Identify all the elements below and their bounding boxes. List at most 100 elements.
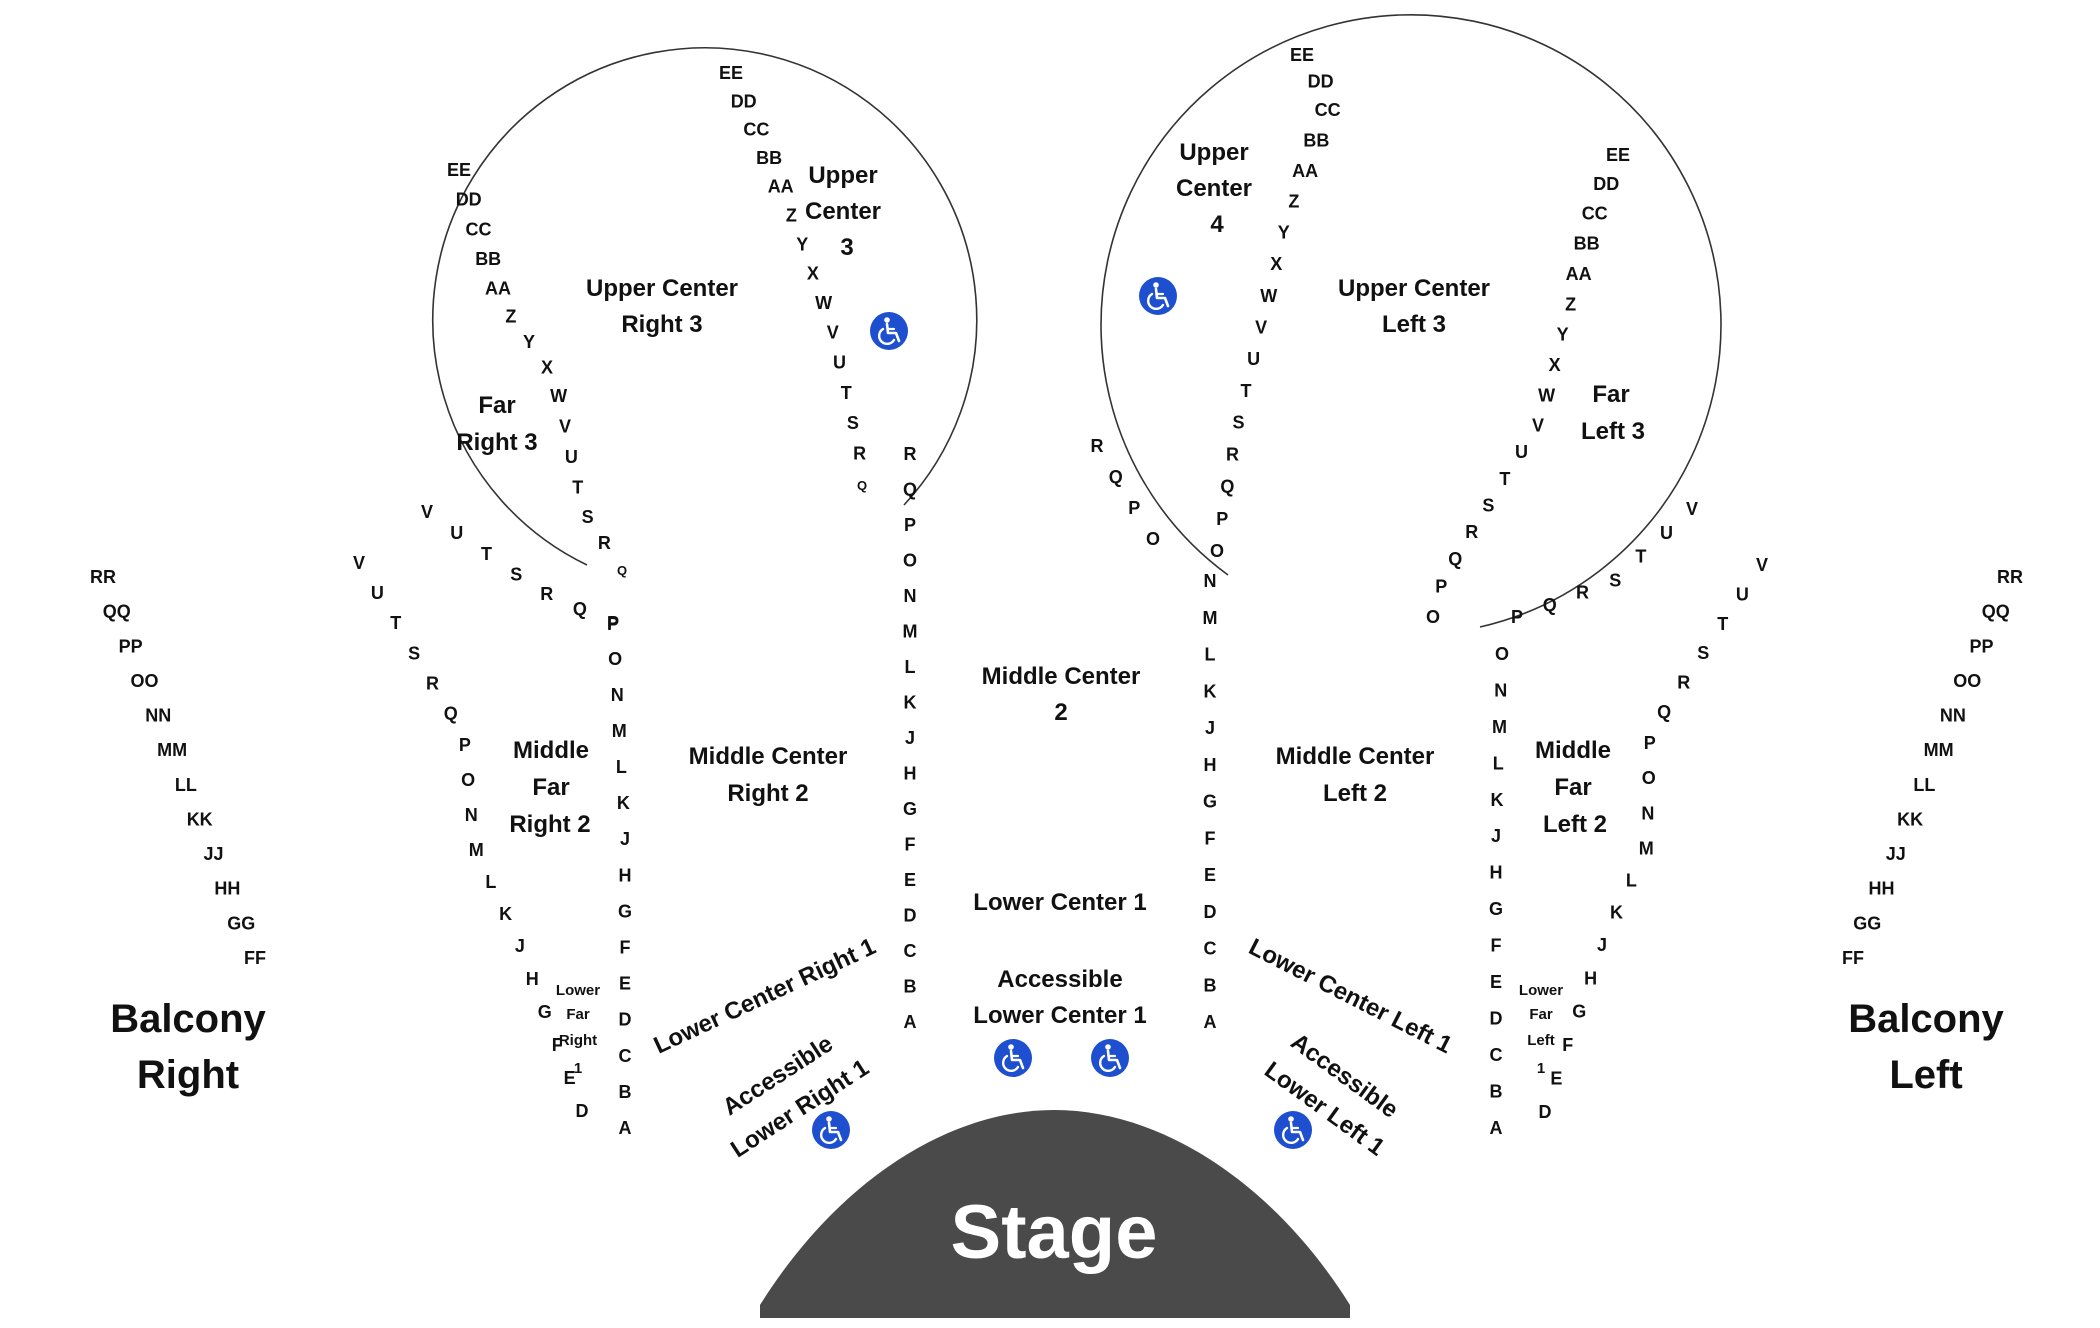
section-accessible-lower-right-1[interactable]: Accessible Lower Right 1 (718, 1030, 874, 1163)
wheelchair-icon[interactable] (870, 312, 908, 350)
row-label: N (904, 586, 917, 606)
wheelchair-icon[interactable] (1091, 1039, 1129, 1077)
row-label: A (904, 1012, 917, 1032)
row-label: O (608, 649, 622, 669)
row-label: N (1204, 571, 1217, 591)
row-label: NN (145, 706, 171, 726)
section-lower-center-left-1[interactable]: Lower Center Left 1 (1244, 933, 1456, 1059)
row-label: B (904, 977, 917, 997)
row-label: KK (187, 810, 213, 830)
row-label: GG (1853, 913, 1881, 933)
row-label: L (485, 872, 496, 892)
row-label: PP (1969, 636, 1993, 656)
stage[interactable]: Stage (760, 1110, 1350, 1318)
row-label: Q (1220, 477, 1234, 497)
row-label: Q (1543, 595, 1557, 615)
row-label: A (619, 1118, 632, 1138)
row-label: V (353, 553, 365, 573)
row-label: O (1426, 607, 1440, 627)
row-label: T (1241, 381, 1252, 401)
row-label: P (1216, 509, 1228, 529)
stage-shape[interactable] (760, 1110, 1350, 1318)
row-label: G (1489, 899, 1503, 919)
row-label: J (620, 829, 630, 849)
row-label: Z (1288, 192, 1299, 212)
row-label: D (619, 1010, 632, 1030)
row-label: W (815, 293, 832, 313)
row-label: R (1091, 436, 1104, 456)
section-upper-center-4[interactable]: Upper Center 4 (1176, 139, 1252, 238)
section-middle-far-right-2[interactable]: Middle Far Right 2 (509, 737, 590, 838)
balcony-left[interactable]: Balcony Left (1848, 997, 2004, 1097)
row-label: AA (1292, 161, 1318, 181)
row-label: F (552, 1035, 563, 1055)
row-label: T (1499, 469, 1510, 489)
row-label: U (833, 353, 846, 373)
row-label: V (559, 417, 571, 437)
row-label: DD (1308, 72, 1334, 92)
row-label: K (1610, 903, 1623, 923)
section-far-left-3[interactable]: Far Left 3 (1581, 381, 1645, 445)
section-label: 1 (1537, 1060, 1545, 1077)
wheelchair-icon[interactable] (1139, 277, 1177, 315)
row-label: Y (1557, 325, 1569, 345)
section-lower-far-right-1[interactable]: Lower Far Right 1 (556, 982, 600, 1077)
row-label: B (1204, 975, 1217, 995)
section-label: Center (805, 198, 881, 225)
row-label: S (1609, 570, 1621, 590)
row-label: M (1203, 608, 1218, 628)
row-label: J (515, 936, 525, 956)
row-label: OO (130, 671, 158, 691)
section-lower-center-right-1[interactable]: Lower Center Right 1 (650, 933, 880, 1059)
section-upper-center-left-3[interactable]: Upper Center Left 3 (1338, 275, 1490, 338)
wheelchair-icon[interactable] (812, 1111, 850, 1149)
section-middle-far-left-2[interactable]: Middle Far Left 2 (1535, 737, 1611, 838)
section-label: 2 (1054, 699, 1067, 726)
section-upper-center-3[interactable]: Upper Center 3 (805, 162, 881, 261)
section-upper-center-right-3[interactable]: Upper Center Right 3 (586, 275, 738, 338)
row-label: R (426, 673, 439, 693)
section-accessible-lower-center-1[interactable]: Accessible Lower Center 1 (973, 966, 1146, 1029)
row-label: H (1204, 755, 1217, 775)
row-label: R (1465, 522, 1478, 542)
balcony-right[interactable]: Balcony Right (110, 997, 266, 1097)
section-label: Middle Center (689, 743, 848, 770)
row-label: BB (756, 148, 782, 168)
row-label: X (1549, 355, 1561, 375)
row-label: LL (1913, 775, 1935, 795)
row-label: FF (1842, 948, 1864, 968)
row-label: D (1204, 902, 1217, 922)
row-label: P (607, 613, 619, 633)
section-label: Middle Center (982, 663, 1141, 690)
row-label: C (1490, 1045, 1503, 1065)
section-lower-center-1[interactable]: Lower Center 1 (973, 889, 1146, 916)
wheelchair-icon[interactable] (1274, 1111, 1312, 1149)
row-label: HH (214, 879, 240, 899)
section-label: Lower Center 1 (973, 1002, 1146, 1029)
row-label: BB (475, 249, 501, 269)
section-far-right-3[interactable]: Far Right 3 (456, 392, 537, 456)
section-lower-far-left-1[interactable]: Lower Far Left 1 (1519, 982, 1563, 1077)
row-label: Q (573, 599, 587, 619)
section-middle-center-2[interactable]: Middle Center 2 (982, 663, 1141, 726)
row-label: Q (903, 480, 917, 500)
row-label: QQ (103, 602, 131, 622)
row-label: H (619, 865, 632, 885)
section-label: Right 2 (509, 811, 590, 838)
section-label: Far (1529, 1006, 1553, 1023)
row-label: CC (1582, 203, 1608, 223)
section-middle-center-right-2[interactable]: Middle Center Right 2 (689, 743, 848, 807)
section-middle-center-left-2[interactable]: Middle Center Left 2 (1276, 743, 1435, 807)
row-label: E (564, 1068, 576, 1088)
section-label: Left 2 (1543, 811, 1607, 838)
section-label: Right 3 (456, 429, 537, 456)
row-label: V (1686, 499, 1698, 519)
row-label: E (1490, 972, 1502, 992)
wheelchair-icon[interactable] (994, 1039, 1032, 1077)
